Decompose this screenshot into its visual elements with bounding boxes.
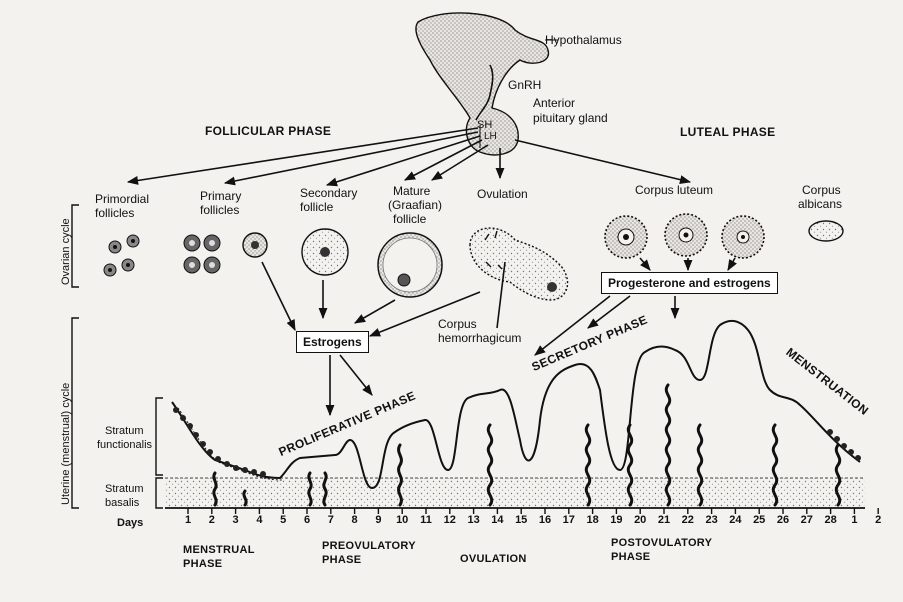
day-number: 23 xyxy=(705,514,717,526)
ovulation-illustration xyxy=(470,228,568,300)
day-number: 20 xyxy=(634,514,646,526)
corpus-albicans-label-line2: albicans xyxy=(798,197,842,211)
day-number: 21 xyxy=(658,514,670,526)
day-number: 6 xyxy=(304,514,310,526)
preovulatory-phase-label-line2: PHASE xyxy=(322,553,361,567)
day-number: 26 xyxy=(777,514,789,526)
corpus-hemorrhagicum-label-line1: Corpus xyxy=(438,317,477,331)
uterine-cycle-label: Uterine (menstrual) cycle xyxy=(60,383,72,505)
day-number: 5 xyxy=(280,514,286,526)
primary-follicles-label-line2: follicles xyxy=(200,203,239,217)
corpus-luteum-illustration xyxy=(605,214,764,258)
primordial-follicles xyxy=(104,235,139,276)
day-number: 3 xyxy=(233,514,239,526)
mature-follicle-label-line2: (Graafian) xyxy=(388,198,442,212)
corpus-albicans-label-line1: Corpus xyxy=(802,183,841,197)
estrogens-box: Estrogens xyxy=(296,331,369,353)
mature-follicle-label-line1: Mature xyxy=(393,184,430,198)
day-number: 19 xyxy=(610,514,622,526)
corpus-luteum-label: Corpus luteum xyxy=(635,183,713,197)
day-number: 4 xyxy=(256,514,262,526)
postovulatory-phase-label-line1: POSTOVULATORY xyxy=(611,536,712,550)
day-number: 17 xyxy=(563,514,575,526)
day-number: 10 xyxy=(396,514,408,526)
day-number: 25 xyxy=(753,514,765,526)
day-number: 2 xyxy=(875,514,881,526)
days-label: Days xyxy=(117,516,143,530)
mature-follicle-illustration xyxy=(378,233,442,297)
day-number: 22 xyxy=(682,514,694,526)
day-number: 12 xyxy=(444,514,456,526)
postovulatory-phase-label-line2: PHASE xyxy=(611,550,650,564)
secondary-follicle-illustration xyxy=(302,229,348,275)
day-number: 15 xyxy=(515,514,527,526)
day-number: 16 xyxy=(539,514,551,526)
day-number: 9 xyxy=(375,514,381,526)
secondary-follicle-label-line1: Secondary xyxy=(300,186,357,200)
primordial-follicles-label-line1: Primordial xyxy=(95,192,149,206)
preovulatory-phase-label-line1: PREOVULATORY xyxy=(322,539,416,553)
ovulation-top-label: Ovulation xyxy=(477,187,528,201)
day-number: 7 xyxy=(328,514,334,526)
day-number: 8 xyxy=(352,514,358,526)
luteal-phase-heading: LUTEAL PHASE xyxy=(680,125,775,139)
lh-label: LH xyxy=(484,130,497,144)
ovulation-bottom-label: OVULATION xyxy=(460,552,527,566)
day-number: 14 xyxy=(491,514,503,526)
day-number: 27 xyxy=(801,514,813,526)
endometrium-layers xyxy=(165,321,865,508)
anterior-pituitary-label-line1: Anterior xyxy=(533,96,575,110)
primary-follicles-label-line1: Primary xyxy=(200,189,241,203)
day-number: 1 xyxy=(851,514,857,526)
mature-follicle-label-line3: follicle xyxy=(393,212,426,226)
progesterone-estrogens-box: Progesterone and estrogens xyxy=(601,272,778,294)
day-number: 24 xyxy=(729,514,741,526)
corpus-hemorrhagicum-label-line2: hemorrhagicum xyxy=(438,331,521,345)
corpus-albicans-illustration xyxy=(809,221,843,241)
primary-follicles xyxy=(184,233,267,273)
stratum-basalis-label-line2: basalis xyxy=(105,496,139,510)
day-number: 1 xyxy=(185,514,191,526)
ovarian-cycle-label: Ovarian cycle xyxy=(60,218,72,285)
stratum-basalis-label-line1: Stratum xyxy=(105,482,144,496)
stratum-functionalis-label-line1: Stratum xyxy=(105,424,144,438)
primordial-follicles-label-line2: follicles xyxy=(95,206,134,220)
menstrual-phase-label-line1: MENSTRUAL xyxy=(183,543,255,557)
day-number: 13 xyxy=(467,514,479,526)
day-number: 18 xyxy=(586,514,598,526)
day-number: 11 xyxy=(420,514,432,526)
follicular-phase-heading: FOLLICULAR PHASE xyxy=(205,124,331,138)
anterior-pituitary-label-line2: pituitary gland xyxy=(533,111,608,125)
gnrh-label: GnRH xyxy=(508,78,541,92)
menstrual-phase-label-line2: PHASE xyxy=(183,557,222,571)
menstrual-shedding xyxy=(173,407,861,477)
stratum-functionalis-label-line2: functionalis xyxy=(97,438,152,452)
hypothalamus-label: Hypothalamus xyxy=(545,33,622,47)
secondary-follicle-label-line2: follicle xyxy=(300,200,333,214)
day-number: 28 xyxy=(824,514,836,526)
day-number: 2 xyxy=(209,514,215,526)
